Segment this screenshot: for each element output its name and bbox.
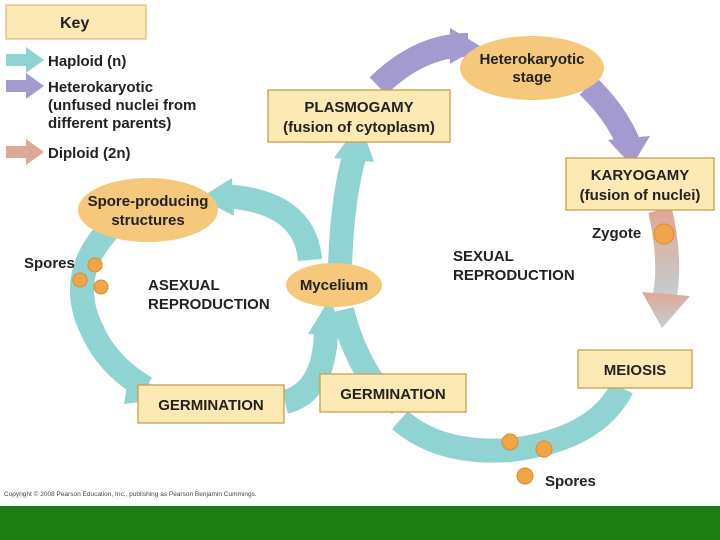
meiosis-label: MEIOSIS xyxy=(604,362,667,379)
heterokaryotic-arrowhead-to-karyogamy xyxy=(608,136,650,166)
spore-left-2 xyxy=(72,272,88,288)
spore-producing-structures-label-2: structures xyxy=(111,212,184,229)
heterokaryotic-stage-label-2: stage xyxy=(512,69,551,86)
heterokaryotic-key-label-3: different parents) xyxy=(48,115,171,132)
spore-right-2 xyxy=(535,440,553,458)
sexual-reproduction-label-2: REPRODUCTION xyxy=(453,267,575,284)
germination-left-label: GERMINATION xyxy=(158,397,264,414)
mycelium-label: Mycelium xyxy=(300,277,368,294)
heterokaryotic-arrow-right xyxy=(579,77,640,147)
sexual-reproduction-label-1: SEXUAL xyxy=(453,248,514,265)
meiosis-box xyxy=(577,349,693,389)
key-title: Key xyxy=(60,15,89,32)
germination-right-label: GERMINATION xyxy=(340,386,446,403)
spore-right-1 xyxy=(501,433,519,451)
mycelium-oval xyxy=(286,263,382,307)
spore-left-3 xyxy=(93,279,109,295)
karyogamy-box xyxy=(565,157,715,211)
spores-right-label: Spores xyxy=(545,473,596,490)
heterokaryotic-stage-label-1: Heterokaryotic xyxy=(479,51,584,68)
heterokaryotic-key-label-2: (unfused nuclei from xyxy=(48,97,196,114)
spore-left-1 xyxy=(87,257,103,273)
karyogamy-sublabel: (fusion of nuclei) xyxy=(580,187,701,204)
asexual-arrowhead-to-spore-structures xyxy=(200,178,234,216)
plasmogamy-box xyxy=(267,89,451,143)
spore-right-3 xyxy=(516,467,534,485)
germination-right-box xyxy=(319,373,467,413)
karyogamy-label: KARYOGAMY xyxy=(591,167,690,184)
heterokaryotic-key-arrow xyxy=(6,73,44,99)
haploid-key-label: Haploid (n) xyxy=(48,53,126,70)
zygote-cell xyxy=(653,223,675,245)
heterokaryotic-key-label-1: Heterokaryotic xyxy=(48,79,153,96)
diploid-arrowhead-to-meiosis xyxy=(642,292,690,328)
haploid-key-arrow xyxy=(6,47,44,73)
key-title-box xyxy=(5,4,147,40)
heterokaryotic-stage-oval xyxy=(460,36,604,100)
asexual-reproduction-label-2: REPRODUCTION xyxy=(148,296,270,313)
plasmogamy-label: PLASMOGAMY xyxy=(304,99,413,116)
sexual-arrow-germination-to-mycelium xyxy=(330,306,383,387)
spores-left-label: Spores xyxy=(24,255,75,272)
diploid-arrow xyxy=(648,207,680,303)
diploid-key-label: Diploid (2n) xyxy=(48,145,131,162)
plasmogamy-sublabel: (fusion of cytoplasm) xyxy=(283,119,435,136)
heterokaryotic-arrowhead-to-stage xyxy=(450,28,480,64)
asexual-cycle-arrow-bottom xyxy=(281,329,338,414)
spore-producing-structures-oval xyxy=(78,178,218,242)
diploid-key-arrow xyxy=(6,139,44,165)
asexual-cycle-arrow-left xyxy=(69,200,153,399)
footer-band xyxy=(0,506,720,540)
asexual-cycle-arrow-top xyxy=(221,184,322,262)
sexual-arrow-mycelium-to-plasmogamy xyxy=(328,146,368,269)
asexual-reproduction-label-1: ASEXUAL xyxy=(148,277,220,294)
zygote-label: Zygote xyxy=(592,225,641,242)
copyright-credit: Copyright © 2008 Pearson Education, Inc.… xyxy=(4,491,257,498)
spore-producing-structures-label-1: Spore-producing xyxy=(88,193,209,210)
germination-left-box xyxy=(137,384,285,424)
